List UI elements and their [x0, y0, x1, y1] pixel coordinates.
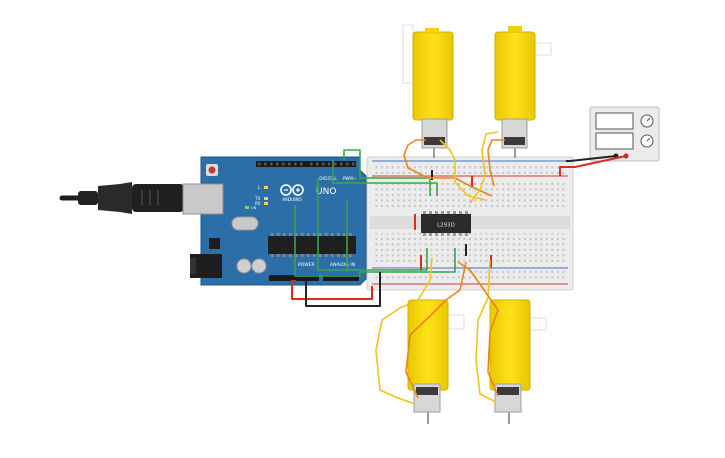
wire-green-2[interactable]: [332, 160, 438, 196]
arduino-uno-board[interactable]: DIGITAL PWM~ L TX RX ON ARDUINO UNO: [182, 156, 367, 286]
usb-chip: [209, 238, 220, 249]
wire-motor2-yellow[interactable]: [469, 131, 499, 204]
wire-motor4-orange[interactable]: [457, 261, 499, 397]
digital-header-label: DIGITAL: [319, 176, 337, 182]
wire-motor3-yellow[interactable]: [375, 257, 433, 405]
wire-green-3[interactable]: [317, 178, 428, 271]
dc-motor-3[interactable]: [407, 299, 465, 424]
wire-red-supply[interactable]: [559, 155, 627, 176]
digital-header: [256, 161, 356, 167]
wire-motor3-orange[interactable]: [405, 261, 467, 399]
wire-motor1-orange[interactable]: [403, 139, 493, 197]
pwm-label: PWM~: [343, 176, 356, 181]
atmega-chip: [268, 236, 356, 254]
status-leds: L TX RX ON: [245, 185, 268, 210]
dc-motor-2[interactable]: [494, 26, 552, 158]
wires: [291, 131, 627, 405]
usb-port: [182, 183, 224, 215]
brand-text: ARDUINO: [282, 197, 302, 202]
chip-label: L293D: [437, 223, 455, 229]
wire-motor2-orange[interactable]: [487, 139, 505, 187]
model-text: UNO: [316, 187, 336, 197]
wire-green-1[interactable]: [343, 149, 431, 196]
breadboard[interactable]: [366, 156, 574, 291]
rail-top-holes: [375, 163, 565, 174]
crystal-oscillator: [231, 216, 259, 231]
led-label-rx: RX: [255, 201, 261, 206]
wire-black-supply[interactable]: [566, 155, 617, 162]
dc-motor-4[interactable]: [489, 299, 547, 424]
usb-cable[interactable]: [59, 182, 203, 214]
wire-red-5v[interactable]: [291, 280, 373, 300]
led-label-tx: TX: [254, 196, 260, 201]
arduino-logo: ARDUINO: [280, 184, 304, 202]
analog-header-label: ANALOG IN: [330, 262, 355, 268]
led-label-l: L: [258, 185, 261, 190]
wire-motor4-yellow[interactable]: [475, 259, 497, 403]
l293d-chip[interactable]: L293D: [421, 211, 471, 236]
terminal-strip-upper: [375, 180, 565, 210]
analog-header: [323, 275, 359, 281]
capacitor-1: [236, 258, 252, 274]
capacitor-2: [251, 258, 267, 274]
wire-black-gnd[interactable]: [305, 272, 381, 307]
dc-motor-1[interactable]: [402, 24, 454, 158]
power-header: [269, 275, 319, 281]
wire-motor1-yellow[interactable]: [439, 139, 487, 201]
current-display: [595, 132, 634, 150]
dc-power-supply[interactable]: [589, 106, 660, 162]
terminal-strip-lower: [375, 233, 565, 263]
rail-bottom-holes: [375, 270, 565, 281]
power-header-label: POWER: [298, 262, 315, 268]
voltage-display: [595, 112, 634, 130]
wire-green-4[interactable]: [294, 205, 456, 277]
led-label-on: ON: [251, 206, 257, 210]
